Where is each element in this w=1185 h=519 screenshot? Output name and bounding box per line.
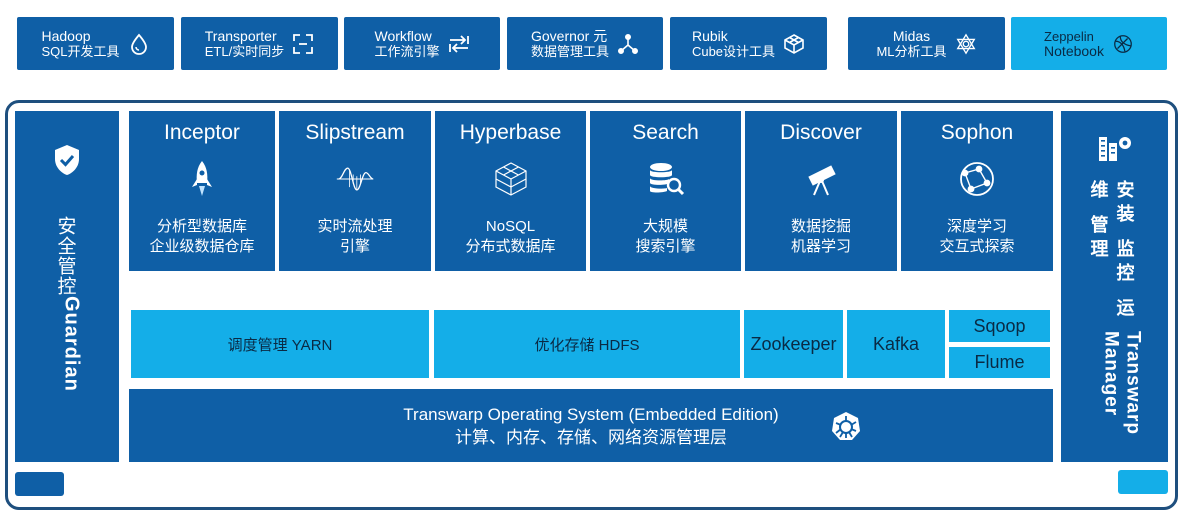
product-name: Hyperbase	[459, 121, 562, 144]
yarn-bar[interactable]: 调度管理 YARN	[131, 310, 429, 378]
tool-subtitle: ML分析工具	[876, 43, 947, 59]
sqoop-bar[interactable]: Sqoop	[949, 310, 1050, 342]
rocket-icon	[182, 159, 222, 199]
corner-tab-right	[1118, 470, 1168, 494]
server-gear-icon	[1097, 133, 1133, 168]
tool-subtitle: Cube设计工具	[691, 43, 776, 59]
tool-subtitle: Notebook	[1044, 42, 1104, 59]
product-desc-2: 引擎	[339, 238, 370, 255]
tool-subtitle: 工作流引擎	[374, 43, 440, 59]
product-name: Inceptor	[164, 121, 240, 144]
manager-panel[interactable]: Transwarp Manager 安装 监控 运维 管理	[1061, 111, 1168, 462]
kubernetes-wheel-icon	[831, 411, 861, 447]
guardian-title: Guardian	[60, 296, 83, 392]
product-name: Discover	[780, 121, 862, 144]
product-desc-2: 搜索引擎	[635, 238, 696, 255]
hexagram-icon	[955, 32, 977, 55]
corner-tab-left	[15, 472, 64, 496]
product-desc-2: 交互式探索	[939, 238, 1015, 255]
sync-frame-icon	[292, 33, 314, 55]
yarn-label: 调度管理 YARN	[227, 336, 333, 354]
product-name: Search	[632, 121, 699, 144]
shield-check-icon	[52, 143, 82, 182]
network-globe-icon	[957, 159, 997, 199]
cube-icon	[783, 33, 805, 55]
guardian-desc: 安全管控	[54, 216, 76, 296]
card-slipstream[interactable]: Slipstream 实时流处理引擎	[279, 111, 431, 271]
product-desc-2: 机器学习	[790, 238, 851, 255]
tool-title: Workflow	[374, 27, 432, 44]
tool-subtitle: SQL开发工具	[41, 43, 120, 59]
manager-desc: 安装 监控 运维 管理	[1088, 180, 1135, 323]
tool-subtitle: 数据管理工具	[530, 43, 609, 59]
drop-icon	[128, 33, 150, 55]
zeppelin-icon	[1112, 33, 1134, 55]
os-bar[interactable]: Transwarp Operating System (Embedded Edi…	[129, 389, 1053, 462]
guardian-panel[interactable]: Guardian 安全管控	[15, 111, 119, 462]
card-search[interactable]: Search 大规模搜索引擎	[590, 111, 741, 271]
card-discover[interactable]: Discover 数据挖掘机器学习	[745, 111, 897, 271]
product-name: Sophon	[940, 121, 1014, 144]
product-desc-1: 深度学习	[946, 218, 1007, 235]
product-name: Slipstream	[305, 121, 405, 144]
hdfs-label: 优化存储 HDFS	[534, 336, 640, 354]
tool-title: Hadoop	[41, 27, 91, 44]
sqoop-label: Sqoop	[973, 315, 1026, 336]
manager-title: Transwarp Manager	[1100, 330, 1144, 435]
card-hyperbase[interactable]: Hyperbase NoSQL 分布式数据库	[435, 111, 586, 271]
tool-governor[interactable]: Governor 元数据管理工具	[507, 17, 663, 70]
card-sophon[interactable]: Sophon 深度学习交互式探索	[901, 111, 1053, 271]
product-desc-1: 实时流处理	[317, 218, 393, 235]
product-desc-2: 企业级数据仓库	[149, 238, 255, 255]
hdfs-bar[interactable]: 优化存储 HDFS	[434, 310, 740, 378]
os-subtitle: 计算、内存、存储、网络资源管理层	[455, 427, 727, 447]
product-desc-1: NoSQL	[485, 218, 536, 235]
tool-title: Transporter	[204, 27, 277, 44]
wave-icon	[335, 159, 375, 199]
tool-subtitle: ETL/实时同步	[204, 43, 285, 59]
share-nodes-icon	[617, 33, 639, 55]
product-desc-1: 分析型数据库	[156, 218, 247, 235]
zookeeper-label: Zookeeper	[750, 333, 837, 354]
product-desc-1: 数据挖掘	[790, 218, 851, 235]
card-inceptor[interactable]: Inceptor 分析型数据库企业级数据仓库	[129, 111, 275, 271]
flume-bar[interactable]: Flume	[949, 347, 1050, 378]
tool-title: Midas	[892, 27, 931, 44]
product-desc-2: 分布式数据库	[465, 238, 556, 255]
tool-title: Zeppelin	[1044, 28, 1094, 44]
kafka-label: Kafka	[872, 333, 920, 354]
os-title: Transwarp Operating System (Embedded Edi…	[403, 404, 779, 424]
tool-title: Rubik	[691, 27, 728, 44]
database-search-icon	[646, 159, 686, 199]
tool-title: Governor 元	[530, 27, 608, 44]
zookeeper-bar[interactable]: Zookeeper	[744, 310, 843, 378]
kafka-bar[interactable]: Kafka	[847, 310, 945, 378]
arrows-icon	[448, 33, 470, 55]
flume-label: Flume	[974, 352, 1025, 372]
cube-wire-icon	[491, 159, 531, 199]
telescope-icon	[801, 159, 841, 199]
product-desc-1: 大规模	[642, 218, 688, 235]
